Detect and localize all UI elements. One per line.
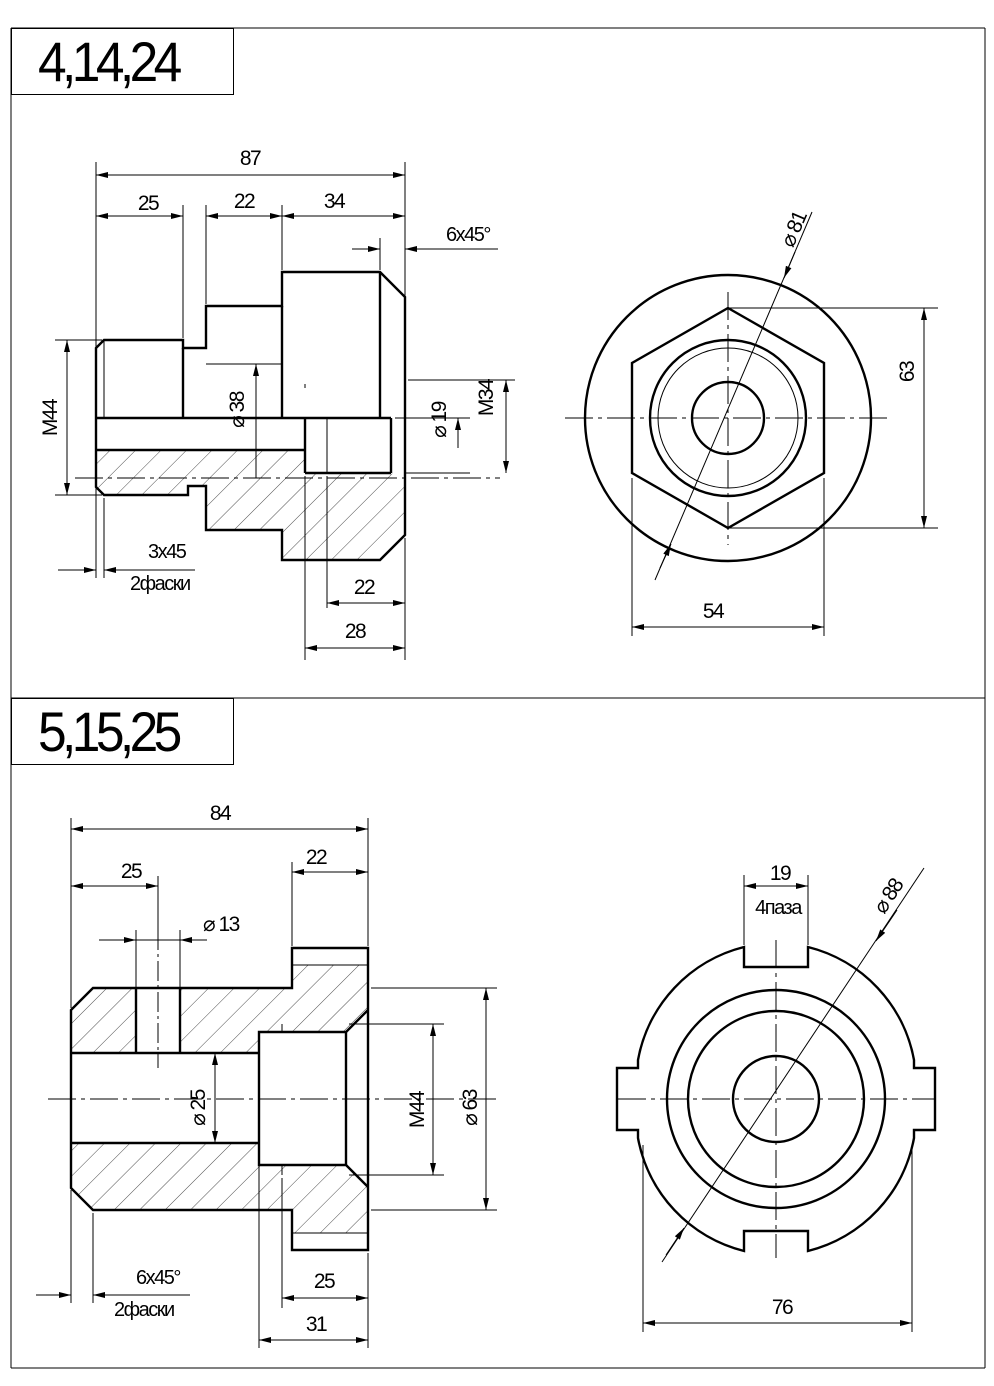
top-end-view: ⌀ 81 63 54	[565, 208, 938, 636]
dim-top-dia-bore: ⌀ 19	[428, 401, 451, 438]
dim-bottom-overall-length: 84	[210, 802, 232, 825]
variant-label-bottom: 5,15,25	[11, 698, 234, 765]
dim-bottom-dia-bore: ⌀ 25	[187, 1089, 210, 1126]
dim-bottom-len-head: 22	[306, 846, 327, 869]
dim-bottom-dia-outer: ⌀ 63	[459, 1089, 482, 1126]
dim-top-hex-circle: ⌀ 81	[776, 208, 811, 251]
dim-top-hex-width: 54	[703, 600, 725, 623]
dim-bottom-chamfer: 6x45°	[136, 1267, 180, 1289]
dim-bottom-depth-counterbore: 31	[306, 1313, 327, 1336]
variant-label-bottom-text: 5,15,25	[38, 700, 182, 763]
dim-bottom-chamfer-count: 2фаски	[114, 1299, 174, 1321]
top-section-dimensions: 87 25 22 34 6x45° M44 ⌀ 38 ⌀ 19 M34	[39, 147, 515, 660]
dim-top-chamfer-count: 2фаски	[130, 573, 190, 595]
dim-top-chamfer-head: 6x45°	[446, 224, 490, 246]
dim-top-len-head: 34	[324, 190, 346, 213]
dim-top-dia-mid: ⌀ 38	[226, 391, 249, 428]
dim-top-thread: M44	[39, 398, 62, 436]
sheet-frame	[10, 27, 986, 1369]
dim-bottom-inner-thread: M44	[406, 1090, 429, 1128]
dim-top-depth-inner: 22	[354, 576, 375, 599]
dim-top-hex-height: 63	[896, 361, 919, 382]
dim-top-overall-length: 87	[240, 147, 261, 170]
dim-top-inner-thread: M34	[475, 378, 498, 416]
dim-bottom-slot-width: 19	[770, 862, 791, 885]
bottom-section-view	[48, 930, 500, 1252]
dim-bottom-slot-count: 4паза	[755, 897, 803, 919]
variant-label-top-text: 4,14,24	[38, 30, 182, 93]
dim-bottom-hole-dia: ⌀ 13	[203, 913, 240, 936]
dim-bottom-hole-pos: 25	[121, 860, 142, 883]
dim-bottom-outer-circle: ⌀ 88	[869, 874, 908, 917]
bottom-section-dimensions: 84 22 25 ⌀ 13 ⌀ 25 M44 ⌀ 63	[36, 802, 497, 1348]
dim-top-chamfer-thread: 3x45	[148, 541, 187, 563]
top-section-view	[75, 270, 500, 562]
dim-bottom-depth-thread: 25	[314, 1270, 335, 1293]
dim-top-depth-bore: 28	[345, 620, 366, 643]
bottom-end-view: ⌀ 88 19 4паза 76	[615, 862, 937, 1332]
dim-top-len-mid: 22	[234, 190, 255, 213]
dim-top-len-thread: 25	[138, 192, 159, 215]
dim-bottom-width: 76	[772, 1296, 793, 1319]
variant-label-top: 4,14,24	[11, 28, 234, 95]
